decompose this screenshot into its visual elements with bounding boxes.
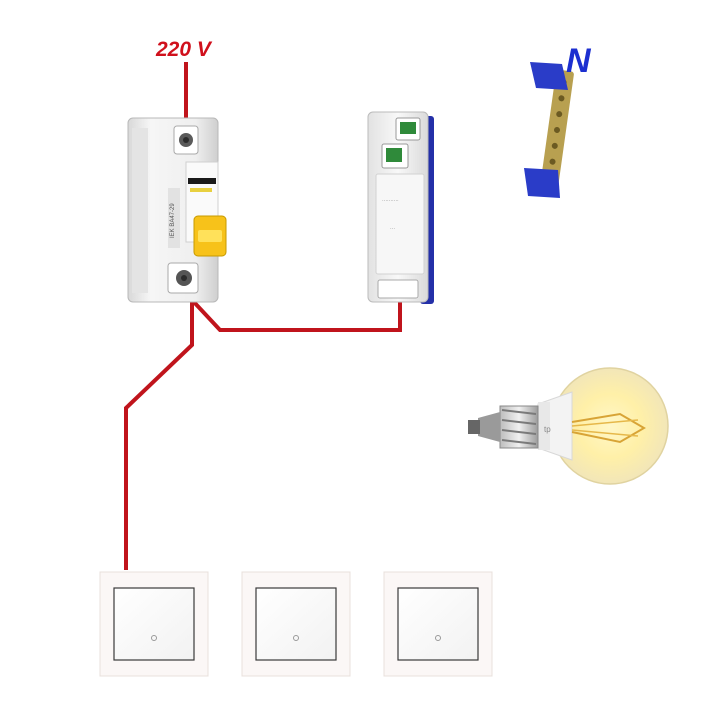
svg-text:··········: ··········	[382, 198, 399, 204]
neutral-busbar-icon[interactable]	[524, 62, 574, 198]
switch-indicator	[435, 635, 441, 641]
wall-switch-icon[interactable]	[383, 571, 493, 677]
svg-text:IEK BA47-29: IEK BA47-29	[170, 203, 176, 238]
svg-text:tp: tp	[544, 425, 551, 434]
switch-indicator	[293, 635, 299, 641]
wall-switch-icon[interactable]	[99, 571, 209, 677]
impulse-relay-icon[interactable]: ·········· ···	[367, 111, 434, 304]
supply-voltage-label: 220 V	[155, 38, 213, 61]
switch-row	[99, 571, 493, 677]
circuit-breaker-icon[interactable]: IEK BA47-29	[127, 117, 227, 303]
filament-bulb-icon[interactable]: tp	[468, 367, 669, 485]
switch-rocker[interactable]	[397, 587, 479, 661]
breaker-to-relay-wire	[190, 296, 402, 332]
switch-rocker[interactable]	[255, 587, 337, 661]
switch-indicator	[151, 635, 157, 641]
breaker-to-switch-wire	[124, 300, 194, 570]
svg-text:···: ···	[390, 226, 395, 232]
neutral-label: N	[566, 42, 592, 80]
wall-switch-icon[interactable]	[241, 571, 351, 677]
switch-rocker[interactable]	[113, 587, 195, 661]
